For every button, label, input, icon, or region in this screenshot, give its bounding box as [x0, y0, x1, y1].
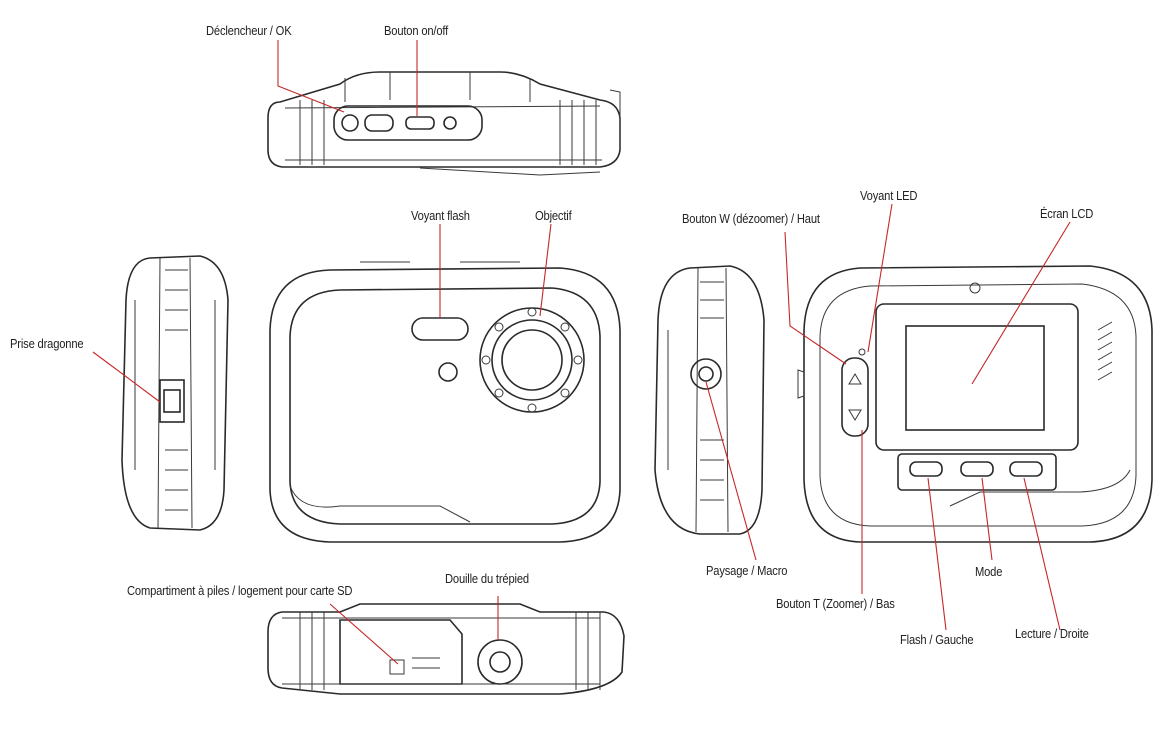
label-led: Voyant LED	[860, 188, 918, 203]
leader-lines	[92, 40, 1071, 665]
label-lens: Objectif	[535, 208, 572, 223]
label-flash-light: Voyant flash	[411, 208, 470, 223]
right-side-view	[654, 265, 765, 535]
bottom-view	[267, 603, 625, 695]
left-side-view	[121, 255, 229, 531]
label-mode: Mode	[975, 564, 1003, 579]
label-shutter-ok: Déclencheur / OK	[206, 23, 292, 38]
label-landscape-macro: Paysage / Macro	[706, 563, 788, 578]
back-view	[797, 265, 1153, 543]
label-play-right: Lecture / Droite	[1015, 626, 1089, 641]
label-w-button: Bouton W (dézoomer) / Haut	[682, 211, 820, 226]
label-strap-mount: Prise dragonne	[10, 336, 84, 351]
label-flash-left: Flash / Gauche	[900, 632, 974, 647]
label-t-button: Bouton T (Zoomer) / Bas	[776, 596, 895, 611]
front-view	[269, 261, 621, 543]
label-on-off: Bouton on/off	[384, 23, 449, 38]
label-lcd: Écran LCD	[1040, 206, 1094, 221]
label-tripod: Douille du trépied	[445, 571, 529, 586]
top-view	[267, 71, 621, 176]
label-battery-sd: Compartiment à piles / logement pour car…	[127, 583, 353, 598]
